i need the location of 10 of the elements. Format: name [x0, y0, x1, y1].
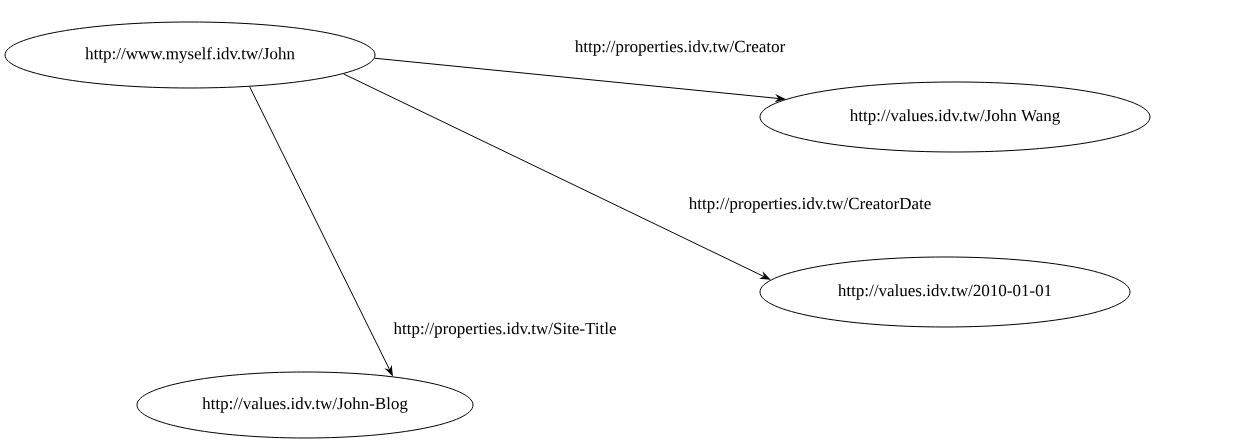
ellipse-node: http://values.idv.tw/John-Blog [136, 371, 474, 439]
edge-label: http://properties.idv.tw/CreatorDate [687, 196, 933, 214]
ellipse-node: http://www.myself.idv.tw/John [4, 21, 376, 89]
ellipse-node: http://values.idv.tw/2010-01-01 [759, 256, 1131, 328]
arrow [249, 86, 393, 376]
arrow [342, 73, 770, 280]
arrow [374, 57, 785, 102]
ellipse-node: http://values.idv.tw/John Wang [759, 81, 1151, 153]
edge-label: http://properties.idv.tw/Creator [573, 39, 787, 57]
edge-label: http://properties.idv.tw/Site-Title [392, 321, 618, 339]
